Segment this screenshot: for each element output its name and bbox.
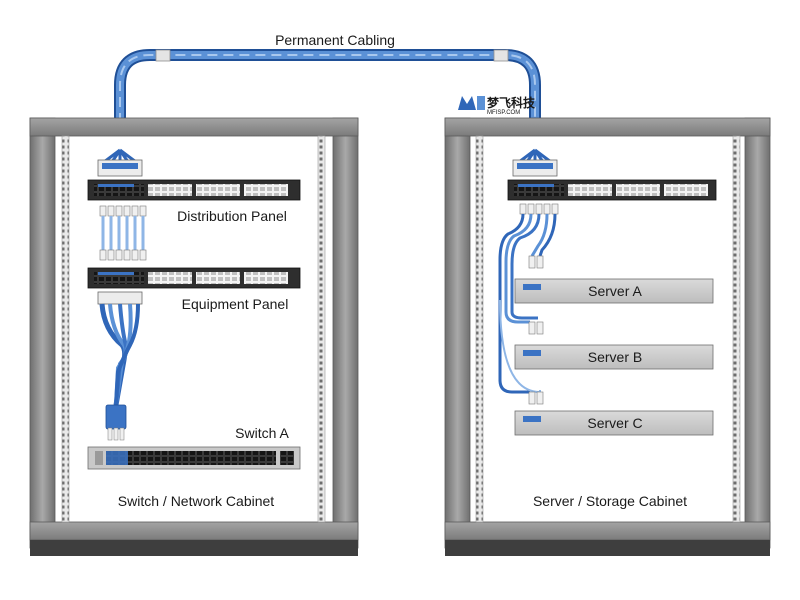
permanent-cabling-trunk [114, 49, 541, 161]
right-cabinet [444, 117, 771, 556]
equipment-panel [87, 267, 301, 289]
equipment-panel-label: Equipment Panel [182, 296, 289, 312]
switch-a-label: Switch A [235, 425, 289, 441]
watermark-text: 梦飞科技 [487, 95, 536, 110]
server-a [514, 278, 714, 304]
distribution-panel [87, 179, 301, 201]
server-patch-panel [507, 179, 717, 201]
left-trunk-breakout [97, 148, 143, 177]
server-b-label: Server B [588, 349, 642, 365]
equipment-to-switch-cable [97, 291, 143, 441]
switch-a [87, 446, 301, 470]
permanent-cabling-label: Permanent Cabling [275, 32, 395, 48]
watermark-logo: 梦飞科技 MFISP.COM [458, 95, 536, 116]
server-c [514, 410, 714, 436]
distribution-panel-label: Distribution Panel [177, 208, 287, 224]
server-c-label: Server C [587, 415, 642, 431]
watermark-subtext: MFISP.COM [487, 110, 520, 116]
server-a-label: Server A [588, 283, 642, 299]
left-cabinet-label: Switch / Network Cabinet [118, 493, 275, 509]
right-cabinet-label: Server / Storage Cabinet [533, 493, 687, 509]
patch-cords-left [99, 205, 147, 261]
server-b [514, 344, 714, 370]
right-trunk-breakout [512, 148, 558, 177]
server-patch-cords [498, 203, 559, 405]
